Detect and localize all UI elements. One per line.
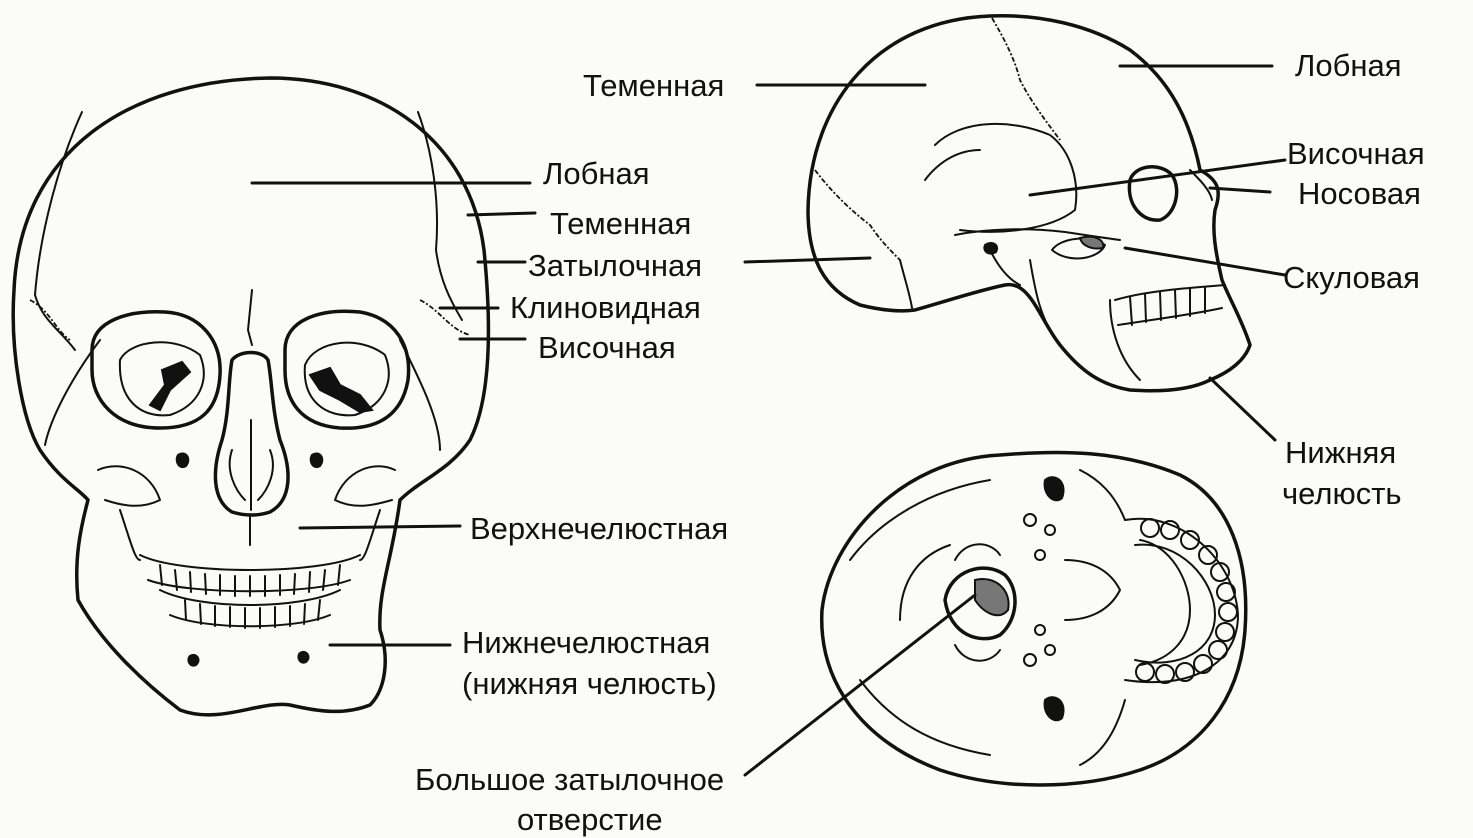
zygomatic-suture-right	[335, 466, 395, 506]
label-front-temporal: Височная	[538, 332, 676, 363]
base-inner-ridge-2	[860, 680, 990, 755]
frontal-temporal-suture-right	[420, 300, 470, 335]
side-skull	[808, 16, 1250, 391]
side-lower-teeth	[1118, 308, 1222, 325]
label-side-temporal: Височная	[1287, 138, 1425, 169]
base-inner-ridge-3	[900, 545, 950, 620]
label-side-mandible-line2: челюсть	[1282, 478, 1402, 509]
orbit-right	[285, 311, 409, 428]
upper-teeth-row	[140, 555, 360, 570]
base-inner-ridge-1	[850, 480, 990, 560]
side-ear-canal	[984, 243, 997, 254]
mandible-ramus-right	[360, 510, 380, 560]
base-skull	[822, 452, 1246, 785]
zygomatic-suture-left	[98, 466, 160, 506]
label-front-frontal: Лобная	[543, 158, 650, 189]
base-opening-top	[1045, 477, 1064, 500]
orbit-left-fissure	[150, 362, 190, 410]
base-pterygoid	[1065, 560, 1120, 620]
label-front-parietal: Теменная	[550, 208, 691, 239]
mental-foramen-right	[298, 652, 308, 663]
leader-base-foramen	[745, 595, 975, 775]
front-skull-outline	[13, 78, 488, 715]
label-front-mandible-line1: Нижнечелюстная	[462, 627, 710, 658]
base-condyle-top	[955, 544, 1000, 560]
label-side-zygomatic: Скуловая	[1283, 262, 1420, 293]
foramen-magnum-shade	[975, 579, 1009, 615]
leader-front-parietal	[468, 213, 535, 215]
side-mandible-body	[1110, 300, 1140, 380]
side-zygomatic-shade	[1080, 237, 1103, 249]
label-side-mandible-line1: Нижняя	[1285, 437, 1396, 468]
side-temporal-region	[925, 150, 980, 180]
frontal-temporal-suture-left	[30, 300, 70, 340]
leader-front-maxilla	[300, 526, 460, 528]
side-squamous-suture	[935, 124, 1076, 232]
base-small-foramina	[1024, 514, 1055, 666]
base-palate	[1140, 540, 1190, 665]
front-skull	[13, 78, 488, 715]
label-front-occipital: Затылочная	[528, 250, 702, 281]
frontal-midline	[248, 290, 252, 345]
base-zygomatic-arch-bottom	[1080, 700, 1125, 765]
leader-side-occipital	[745, 258, 870, 262]
side-skull-outline	[808, 16, 1250, 391]
label-front-sphenoid: Клиновидная	[510, 292, 701, 323]
lower-teeth-edge	[170, 615, 330, 626]
infraorbital-foramen-right	[311, 453, 323, 467]
side-lambdoid-suture	[815, 170, 900, 260]
label-front-maxilla: Верхнечелюстная	[470, 513, 728, 544]
nasal-conchae-right	[258, 450, 273, 500]
label-front-mandible-line2: (нижняя челюсть)	[462, 668, 717, 699]
label-side-nasal: Носовая	[1298, 178, 1421, 209]
base-skull-outline	[822, 452, 1246, 785]
leader-side-mandible	[1210, 378, 1275, 440]
side-mastoid	[990, 250, 1020, 285]
side-coronal-suture	[992, 18, 1060, 140]
leader-side-zygomatic	[1125, 248, 1285, 275]
nasal-conchae-left	[230, 450, 245, 500]
label-side-parietal: Теменная	[583, 70, 724, 101]
side-occipital-suture	[900, 260, 912, 308]
coronal-suture-right	[418, 112, 462, 320]
base-zygomatic-arch-top	[1080, 470, 1125, 520]
base-condyle-bottom	[955, 645, 1000, 661]
label-side-frontal: Лобная	[1295, 50, 1402, 81]
label-base-foramen-line2: отверстие	[517, 804, 663, 835]
infraorbital-foramen-left	[177, 453, 189, 467]
label-base-foramen-line1: Большое затылочное	[415, 764, 724, 795]
side-upper-teeth	[1115, 285, 1225, 300]
mental-foramen-left	[188, 655, 198, 666]
mandible-ramus-left	[120, 510, 140, 560]
orbit-left	[92, 312, 220, 428]
base-opening-bottom	[1045, 697, 1064, 720]
